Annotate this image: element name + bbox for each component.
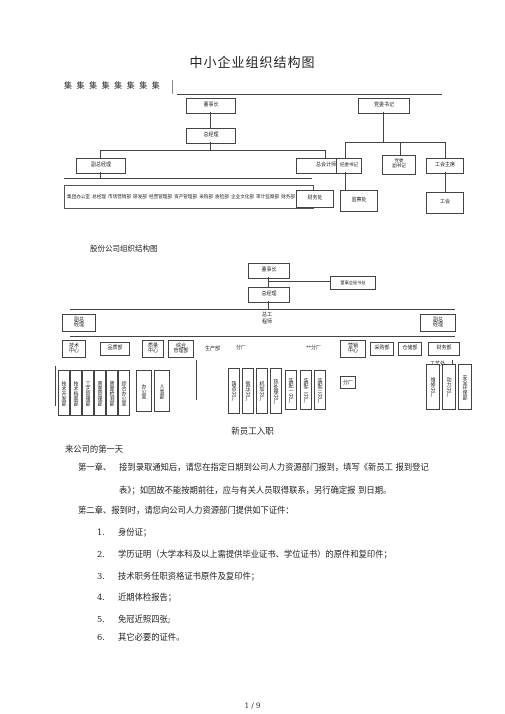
deputy-party-secretary-box: 党委 副书记 [382,155,416,175]
page-title: 中小企业组织结构图 [189,56,316,71]
leaf-left-5: 综合办公室 [118,370,130,416]
union-box: 工会 [426,192,464,214]
intro-text: 来公司的第一天 [65,444,124,454]
leaf-right-2: 安全环保部 [458,364,472,410]
c2-mid-1: 品质部 [100,342,130,356]
union-chair-box: 工会主席 [426,158,464,174]
c2-mid-0: 技术 中心 [62,340,86,358]
leaf-mid-6: 装配三分厂 [314,370,326,410]
leaf-right-0: 维修分厂 [426,364,440,410]
finance-box: 财务处 [296,190,334,208]
chart1-dept-row: 集团办公室 总经理 市场营销部 研发部 经营管理部 资产管理部 采购部 质检部 … [64,185,314,209]
c2-mid-2: 质量 中心 [142,340,164,358]
c2-mid-4: 营销 中心 [340,340,366,358]
chairman-box: 董事长 [186,98,236,114]
chapter2-text: 第二章、报到时，请您向公司人力资源部门提供如下证件： [78,505,294,515]
c2-mid-5: 采购部 [370,342,394,356]
board-office-box: 董事会秘书处 [330,276,376,290]
c2-vice-right-box: 副总 经理 [420,314,456,332]
c2-chairman-box: 董事长 [248,263,290,279]
dept-3: 研发部 [133,195,147,200]
chapter1-text: 接到录取通知后，请您在指定日期到公司人力资源部门报到，填写《新员工 报到登记 [119,462,429,472]
header-strip: 集 集 集 集 集 集 集 集 [64,80,173,94]
header-strip-text: 集 集 集 集 集 集 集 集 [64,81,161,90]
c2-chief-engineer: 总工 程师 [262,312,273,325]
leaf-left-1: 技术档案部 [70,370,82,416]
dept-7: 质检部 [215,195,229,200]
c2-extra-1: 分厂 [236,345,247,351]
gm-box: 总经理 [186,128,236,144]
dept-2: 市场营销部 [108,195,131,200]
leaf-mid-5: 装配二分厂 [300,370,312,410]
dept-10: 财务部 [281,195,295,200]
list-item: 5.免冠近照四张; [97,614,171,624]
leaf-mid-0: 铸造分厂 [228,368,240,414]
dept-1: 总经理 [92,195,106,200]
list-item: 6.其它必要的证件。 [97,632,185,642]
c2-mid-7: 财务部 [428,342,460,356]
dept-6: 采购部 [199,195,213,200]
page-number: 1 / 9 [244,702,261,710]
discipline-secretary-box: 纪委书记 [336,158,362,174]
leaf-left-7: 人事部 [154,370,170,412]
leaf-left-6: 办公室 [136,370,152,412]
dept-8: 企业文化部 [231,195,254,200]
leaf-left-4: 质量检测部 [106,370,118,416]
list-item: 1.身份证； [97,527,152,537]
chart2-subtitle: 股份公司组织结构图 [90,244,158,253]
vice-gm-box: 副总经理 [76,158,126,174]
chapter1-label: 第一章、 [78,462,112,472]
c2-mid-3: 综合 管理部 [168,340,194,358]
dept-9: 审计监察部 [256,195,280,200]
party-secretary-box: 党委书记 [358,98,410,114]
section-title: 新员工入职 [231,427,274,437]
list-item: 4.近期体检报告； [97,592,177,602]
leaf-right-1: 动力分厂 [442,364,456,410]
leaf-left-0: 技术开发部 [58,370,70,416]
dept-0: 集团办公室 [67,195,90,200]
c2-mid-6: 仓储部 [398,342,422,356]
leaf-left-2: 工艺管理部 [82,370,94,416]
leaf-mid-2: 机加分厂 [256,368,268,414]
chapter1-text-2: 表》；如因故不能按期前往，应与有关人员取得联系，另行确定报 到日期。 [119,485,392,495]
list-item: 3.技术职务任职资格证书原件及复印件； [97,571,260,581]
c2-gm-box: 总经理 [248,287,290,303]
c2-vice-left-box: 副总 经理 [62,314,96,332]
dept-4: 经营管理部 [149,195,172,200]
leaf-mid-3: 热处理分厂 [270,368,282,414]
leaf-mid-1: 锻压分厂 [242,368,254,414]
c2-extra-4: 分厂 [340,376,357,389]
c2-extra-2: **分厂 [306,345,322,351]
supervision-box: 监察处 [340,190,378,212]
leaf-mid-4: 装配一分厂 [285,370,297,410]
c2-extra-0: 生产部 [205,346,221,352]
dept-5: 资产管理部 [174,195,198,200]
leaf-left-3: 质量管理部 [94,370,106,416]
list-item: 2.学历证明（大学本科及以上需提供毕业证书、学位证书）的原件和复印件； [97,549,392,559]
